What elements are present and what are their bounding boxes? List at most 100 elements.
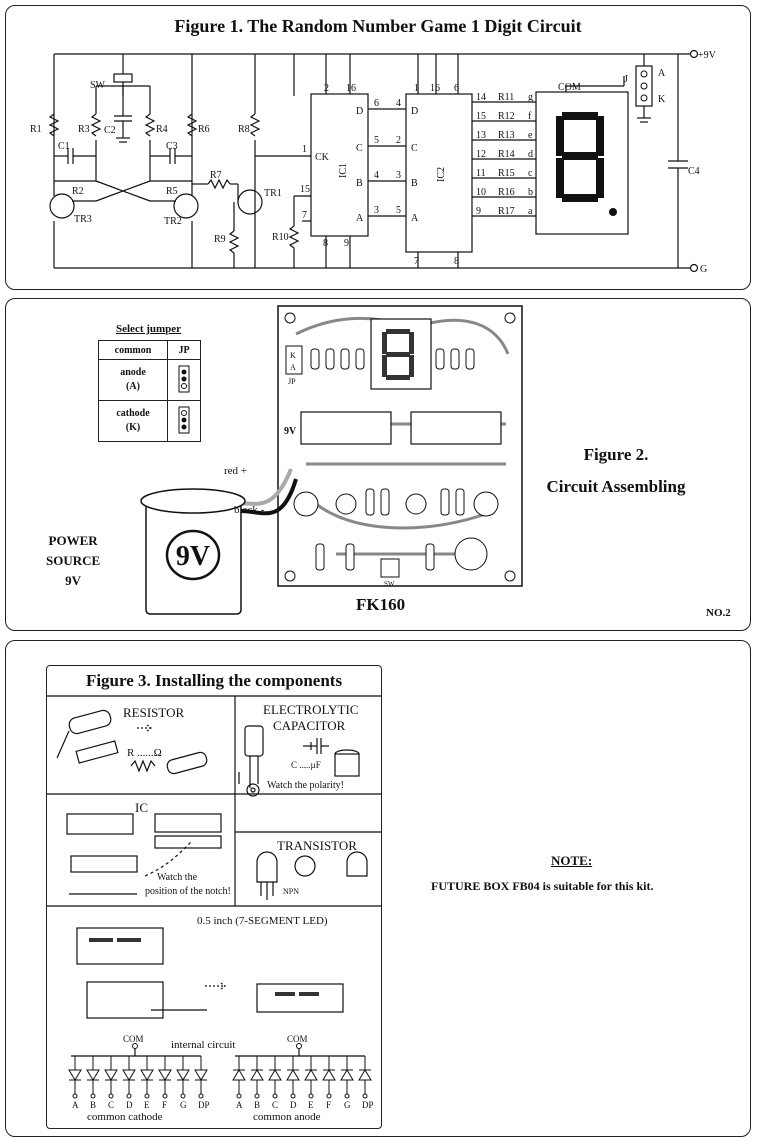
diode-d <box>122 1056 136 1094</box>
svg-text:4: 4 <box>396 98 401 109</box>
notch-label-1: Watch the <box>157 872 198 883</box>
power-source-label: POWER SOURCE 9V <box>46 531 100 591</box>
internal-circuit-label: internal circuit <box>171 1039 235 1051</box>
svg-text:a: a <box>528 206 533 217</box>
svg-text:14: 14 <box>476 92 486 103</box>
svg-text:12: 12 <box>476 149 486 160</box>
segment-letter-dp: DP <box>198 1100 210 1110</box>
svg-text:10: 10 <box>476 187 486 198</box>
npn-label: NPN <box>283 887 299 896</box>
segment-letter-c: C <box>272 1100 278 1110</box>
svg-text:J: J <box>624 74 628 85</box>
diode-f <box>322 1056 336 1094</box>
jumper-row-cathode: cathode (K) <box>98 400 168 442</box>
diode-a <box>232 1056 246 1094</box>
diode-pin-dp <box>362 1093 368 1099</box>
svg-text:C1: C1 <box>58 141 70 152</box>
jumper-header-common: common <box>98 340 168 360</box>
segment-letter-b: B <box>254 1100 260 1110</box>
resistor-symbol: R ......Ω <box>127 747 162 759</box>
svg-text:4: 4 <box>374 170 379 181</box>
diode-b <box>250 1056 264 1094</box>
svg-text:B: B <box>356 178 363 189</box>
svg-text:TR1: TR1 <box>264 188 282 199</box>
svg-text:15: 15 <box>300 184 310 195</box>
pcb-board: K A JP 9V SW <box>277 305 523 588</box>
svg-text:R11: R11 <box>498 92 514 103</box>
svg-text:d: d <box>528 149 533 160</box>
jumper-cathode-code: (K) <box>125 422 141 433</box>
label-ground: G <box>700 264 707 275</box>
svg-text:g: g <box>528 92 533 103</box>
diode-pin-d <box>126 1093 132 1099</box>
svg-text:1: 1 <box>414 83 419 94</box>
common-cathode-diodes <box>68 1056 208 1099</box>
note-heading: NOTE: <box>551 853 593 868</box>
svg-text:COM: COM <box>558 82 581 93</box>
svg-text:TR3: TR3 <box>74 214 92 225</box>
svg-text:K: K <box>658 94 666 105</box>
segment-letter-a: A <box>72 1100 79 1110</box>
svg-text:R4: R4 <box>156 124 168 135</box>
svg-text:R8: R8 <box>238 124 250 135</box>
svg-text:R5: R5 <box>166 186 178 197</box>
jumper-cathode-icon <box>167 400 201 442</box>
svg-text:6: 6 <box>454 83 459 94</box>
svg-text:R1: R1 <box>30 124 42 135</box>
segment-letter-dp: DP <box>362 1100 374 1110</box>
svg-text:R13: R13 <box>498 130 515 141</box>
jumper-anode-icon <box>167 359 201 401</box>
segment-letter-c: C <box>108 1100 114 1110</box>
figure3-box: Figure 3. Installing the components <box>46 665 382 1129</box>
svg-text:SW: SW <box>90 80 106 91</box>
segment-letter-e: E <box>144 1100 150 1110</box>
diode-c <box>104 1056 118 1094</box>
diode-pin-c <box>108 1093 114 1099</box>
diode-c <box>268 1056 282 1094</box>
ic-label: IC <box>135 800 148 815</box>
battery-label: 9V <box>176 541 210 572</box>
svg-text:b: b <box>528 187 533 198</box>
diode-pin-e <box>144 1093 150 1099</box>
figure2-title: Figure 2. Circuit Assembling <box>516 439 716 503</box>
common-cathode-label: common cathode <box>87 1111 163 1123</box>
svg-text:A: A <box>356 213 364 224</box>
board-9v: 9V <box>284 426 297 437</box>
figure3-title: Figure 3. Installing the components <box>85 671 343 690</box>
diode-e <box>304 1056 318 1094</box>
svg-text:R10: R10 <box>272 232 289 243</box>
svg-text:6: 6 <box>374 98 379 109</box>
svg-text:C2: C2 <box>104 125 116 136</box>
svg-text:16: 16 <box>430 83 440 94</box>
svg-text:5: 5 <box>396 205 401 216</box>
figure2-panel: Select jumper common JP anode (A) cathod… <box>5 298 751 631</box>
svg-text:R12: R12 <box>498 111 515 122</box>
segment-letter-d: D <box>290 1100 297 1110</box>
svg-text:C: C <box>411 143 418 154</box>
figure2-title-2: Circuit Assembling <box>546 477 686 496</box>
diode-pin-a <box>236 1093 242 1099</box>
svg-text:R17: R17 <box>498 206 515 217</box>
svg-text:15: 15 <box>476 111 486 122</box>
diode-dp <box>194 1056 208 1094</box>
jumper-row-anode: anode (A) <box>98 359 168 401</box>
figure2-title-1: Figure 2. <box>583 445 649 464</box>
svg-text:7: 7 <box>414 256 419 267</box>
diode-pin-f <box>162 1093 168 1099</box>
svg-text:9: 9 <box>344 238 349 249</box>
diode-pin-b <box>254 1093 260 1099</box>
svg-text:IC1: IC1 <box>338 163 349 178</box>
diode-d <box>286 1056 300 1094</box>
power-label-1: POWER <box>48 533 98 548</box>
svg-text:e: e <box>528 130 533 141</box>
common-anode-diodes <box>232 1056 372 1099</box>
svg-text:8: 8 <box>454 256 459 267</box>
diode-pin-g <box>344 1093 350 1099</box>
jumper-header-jp: JP <box>167 340 201 360</box>
diode-pin-c <box>272 1093 278 1099</box>
svg-text:R3: R3 <box>78 124 90 135</box>
com-cathode-label: COM <box>123 1034 144 1044</box>
wire-black-label: black - <box>234 504 265 516</box>
wire-red-label: red + <box>224 465 247 477</box>
diode-pin-d <box>290 1093 296 1099</box>
